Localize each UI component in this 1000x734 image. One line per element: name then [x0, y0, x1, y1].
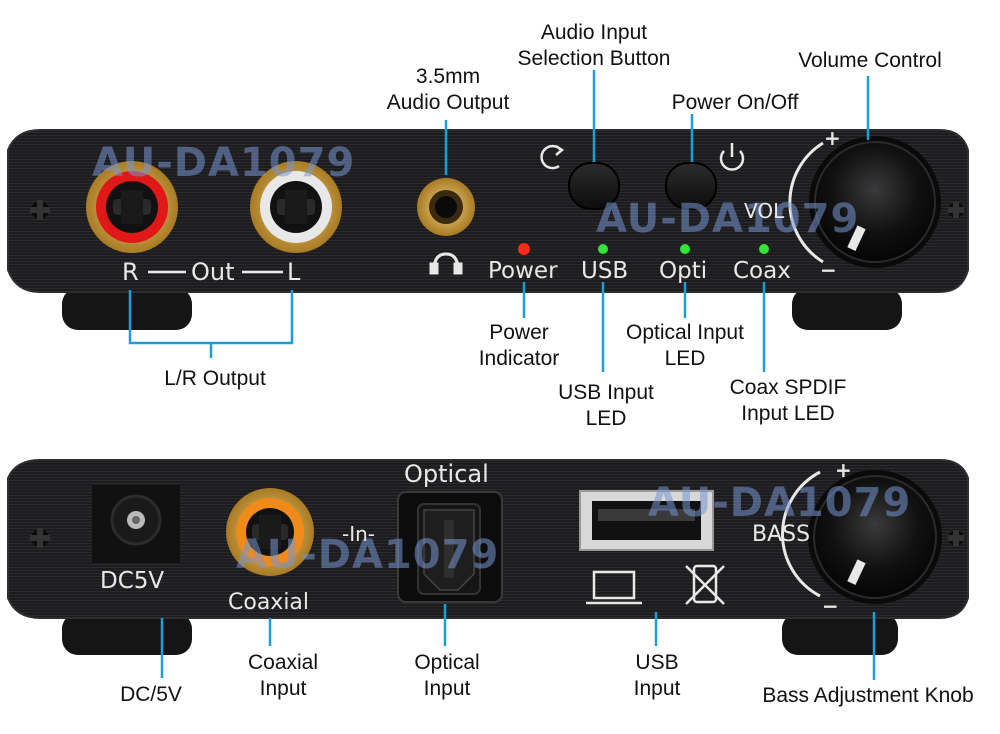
volume-plus: +	[824, 126, 841, 150]
audio-input-select-button[interactable]	[568, 162, 620, 210]
coaxial-jack	[226, 488, 314, 576]
callout-power-onoff: Power On/Off	[671, 91, 799, 114]
watermark: AU-DA1079	[92, 140, 356, 186]
callout-dc5v: DC/5V	[120, 683, 182, 706]
volume-minus: −	[820, 258, 837, 282]
rca-left-jack	[250, 161, 342, 253]
front-panel	[7, 129, 969, 330]
usb-port	[579, 490, 714, 551]
callout-lr-output: L/R Output	[164, 367, 266, 390]
panel-label-vol: VOL	[744, 199, 785, 223]
panel-label-coax: Coax	[733, 258, 791, 284]
power-icon	[719, 143, 745, 171]
rear-panel	[7, 459, 969, 655]
callout-volume-control: Volume Control	[798, 49, 942, 72]
rear-foot-left	[62, 613, 192, 655]
panel-label-out: Out	[191, 258, 235, 286]
bass-knob[interactable]	[780, 470, 942, 604]
optical-led	[680, 244, 690, 254]
front-chassis	[7, 129, 969, 293]
panel-label-opti: Opti	[659, 258, 708, 284]
front-foot-left	[62, 288, 192, 330]
front-screw-right	[948, 202, 964, 218]
power-button[interactable]	[665, 162, 717, 210]
rear-screw-left	[30, 528, 50, 548]
leader-lines	[128, 70, 876, 680]
rca-right-jack	[86, 161, 178, 253]
watermark: AU-DA1079	[236, 532, 500, 578]
panel-label-in: -In-	[342, 522, 376, 546]
panel-label-power: Power	[488, 258, 558, 284]
rear-foot-right	[782, 613, 898, 655]
panel-label-l: L	[287, 258, 301, 286]
power-led	[518, 243, 530, 255]
optical-port	[397, 491, 503, 603]
panel-label-dc5v: DC5V	[100, 568, 165, 594]
volume-knob[interactable]	[788, 136, 941, 268]
panel-label-usb: USB	[581, 258, 629, 284]
front-foot-right	[792, 288, 902, 330]
coax-led	[759, 244, 769, 254]
usb-led	[598, 244, 608, 254]
panel-label-bass: BASS	[752, 522, 811, 547]
headphone-jack	[417, 178, 475, 236]
dc-power-jack	[92, 485, 180, 563]
phone-crossed-icon	[685, 564, 725, 605]
rear-screw-right	[948, 530, 964, 546]
bass-minus: −	[822, 594, 839, 618]
watermark: AU-DA1079	[596, 196, 860, 242]
panel-label-r: R	[122, 258, 139, 286]
panel-label-coaxial: Coaxial	[228, 590, 310, 615]
refresh-icon	[540, 144, 565, 170]
watermark: AU-DA1079	[648, 480, 912, 526]
panel-label-optical: Optical	[404, 460, 489, 488]
bass-plus: +	[835, 458, 852, 482]
front-screw-left	[30, 200, 50, 220]
headphone-icon	[429, 252, 463, 275]
laptop-icon	[586, 570, 642, 605]
callout-bass-knob: Bass Adjustment Knob	[762, 684, 974, 707]
